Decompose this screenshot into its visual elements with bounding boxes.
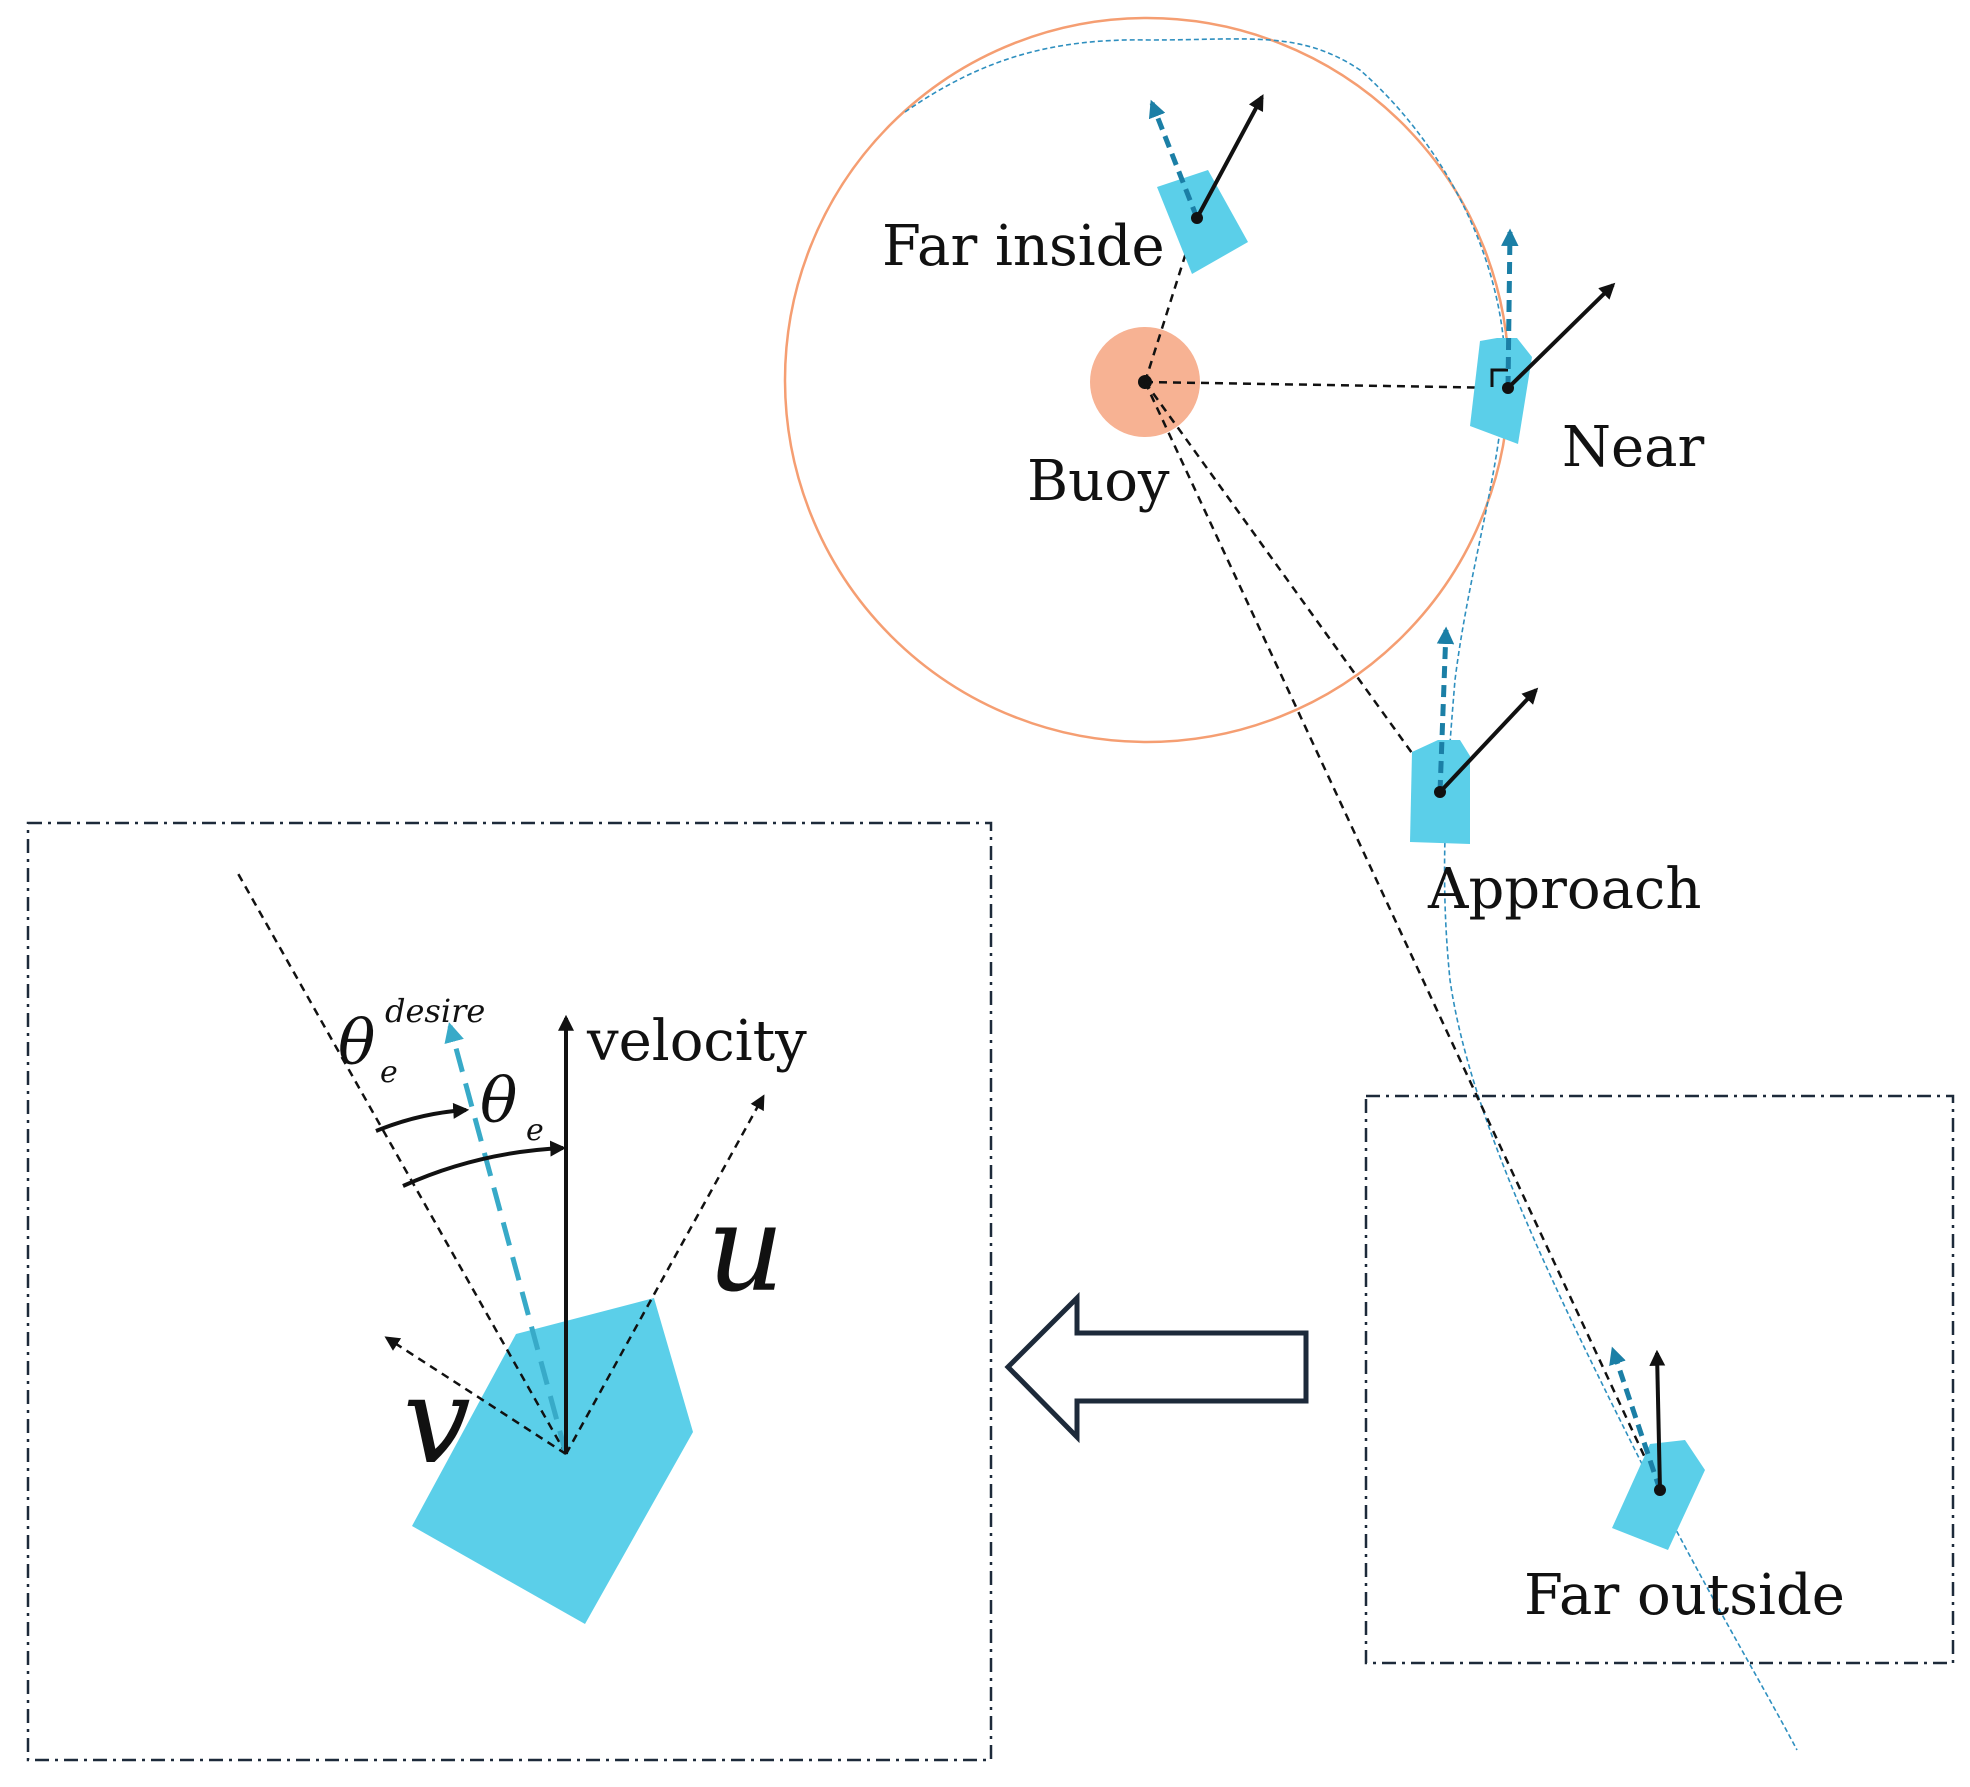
zoomed-v-axis-arrow (384, 1336, 567, 1456)
label-near: Near (1562, 415, 1705, 480)
zoom-detail-box (26, 821, 993, 1762)
boat-path (904, 38, 1798, 1751)
label-theta-e-sub: e (526, 1113, 544, 1148)
label-buoy: Buoy (1027, 449, 1170, 514)
label-far-inside: Far inside (882, 214, 1165, 279)
line-buoy-far-outside (1143, 381, 1662, 1491)
label-theta-e: θ (480, 1064, 517, 1137)
boat-far-inside-velocity-arrow (1195, 94, 1264, 219)
line-buoy-approach (1143, 381, 1442, 793)
boat-near-desired-arrow (1501, 228, 1519, 389)
line-buoy-near (1144, 380, 1509, 390)
right-angle-mark (1490, 368, 1508, 387)
zoom-arrow-icon (1004, 1291, 1309, 1444)
boat-approach-center (1434, 786, 1446, 798)
theta-e-arc (402, 1140, 567, 1188)
boat-near-center (1502, 382, 1514, 394)
boat-far-outside-center (1654, 1484, 1666, 1496)
boat-far-inside-hull (1157, 170, 1248, 274)
boat-near-hull (1470, 338, 1532, 444)
theta-desire-arc (375, 1102, 470, 1133)
label-velocity: velocity (586, 1009, 807, 1074)
label-approach: Approach (1427, 857, 1701, 922)
zoomed-buoy-line (234, 869, 568, 1455)
zoomed-desired-arrow (444, 1022, 569, 1455)
boat-far-inside-desired-arrow (1148, 99, 1200, 219)
label-u: u (707, 1180, 784, 1319)
zoomed-boat-hull (412, 1298, 693, 1624)
boat-far-outside (1609, 1346, 1705, 1550)
boat-near (1470, 228, 1616, 444)
boat-approach-desired-arrow (1436, 626, 1455, 793)
label-theta-desire-sub: e (380, 1055, 398, 1090)
boat-far-inside-center (1191, 212, 1203, 224)
boat-approach-velocity-arrow (1438, 687, 1539, 794)
label-far-outside: Far outside (1524, 1563, 1845, 1628)
boat-far-outside-velocity-arrow (1649, 1349, 1666, 1491)
zoom-source-box (1364, 1094, 1955, 1665)
boat-near-velocity-arrow (1506, 282, 1616, 390)
boat-approach (1410, 626, 1539, 844)
label-theta-desire: θ (338, 1006, 375, 1079)
boat-far-inside (1148, 94, 1264, 274)
boat-far-outside-desired-arrow (1609, 1346, 1663, 1491)
buoy-lines (1143, 217, 1662, 1491)
label-v: v (403, 1352, 471, 1491)
label-theta-desire-sup: desire (385, 992, 485, 1030)
zoomed-u-axis-arrow (564, 1094, 765, 1455)
zoomed-boat (234, 869, 765, 1624)
